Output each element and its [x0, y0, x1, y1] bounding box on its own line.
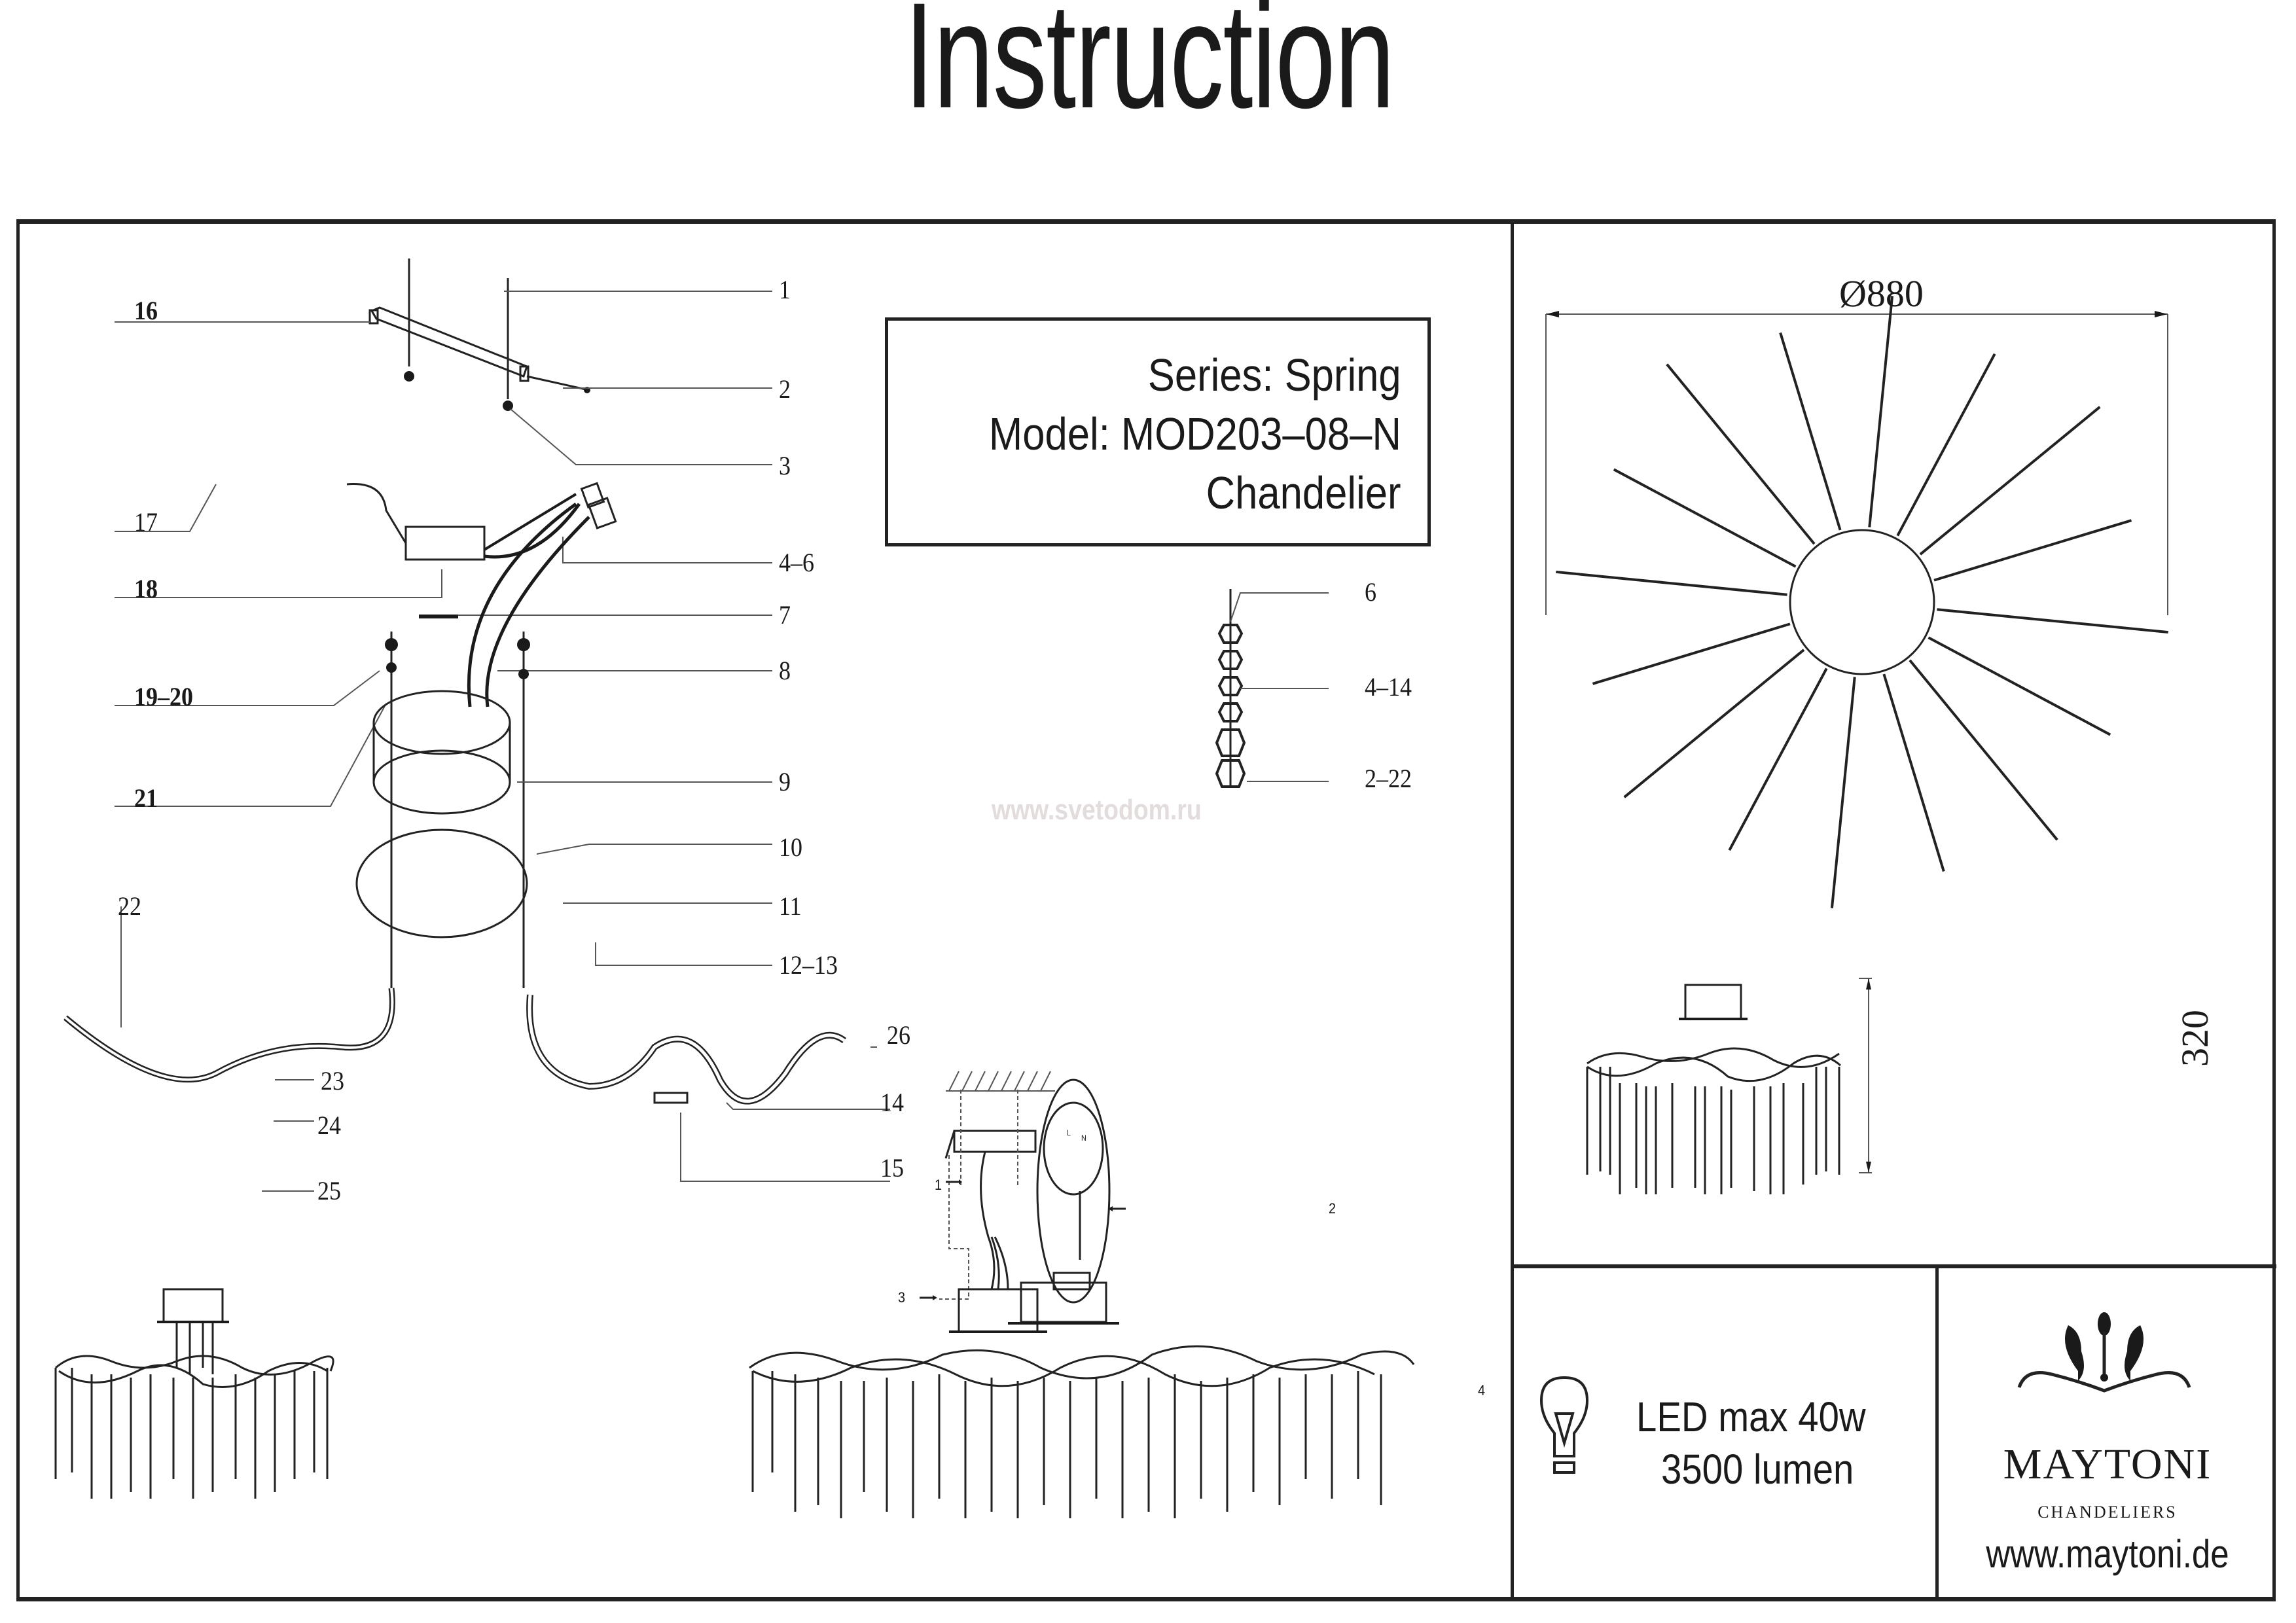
terminal-label-n: N	[1081, 1133, 1086, 1143]
top-view-arm	[1909, 659, 2058, 841]
model-label: Model: MOD203–08–N	[988, 408, 1401, 459]
strand-callout-4-14: 4–14	[1365, 672, 1412, 702]
height-dimension: 320	[2174, 1010, 2216, 1067]
brand-url: www.maytoni.de	[1986, 1532, 2229, 1576]
callout-2: 2	[779, 374, 791, 404]
chandelier-top-view	[1545, 296, 2168, 908]
callout-15: 15	[880, 1153, 904, 1183]
top-view-arm	[1613, 468, 1797, 568]
chandelier-logo-icon	[2017, 1312, 2191, 1393]
callout-23: 23	[321, 1066, 344, 1096]
callout-17: 17	[134, 507, 158, 537]
install-callout-1: 1	[935, 1177, 942, 1193]
brand-name: MAYTONI	[2003, 1440, 2212, 1488]
exploded-view-drawing	[63, 259, 890, 1192]
install-callout-4: 4	[1478, 1382, 1486, 1399]
callout-16: 16	[134, 296, 158, 325]
chandelier-side-view-right	[1586, 978, 1872, 1194]
top-view-arm	[1728, 668, 1828, 851]
series-label: Series: Spring	[1148, 349, 1401, 401]
callout-10: 10	[779, 832, 802, 862]
callout-22: 22	[118, 891, 141, 921]
mounting-bracket	[368, 259, 590, 411]
callout-1: 1	[779, 275, 791, 304]
chandelier-side-view-center	[749, 1281, 1415, 1518]
callout-4-6: 4–6	[779, 548, 814, 577]
top-view-arm	[1592, 622, 1791, 685]
canopy	[355, 632, 530, 988]
callout-3: 3	[779, 451, 791, 480]
callout-14: 14	[880, 1088, 904, 1117]
top-view-arm	[1868, 296, 1894, 527]
install-callout-3: 3	[898, 1289, 906, 1306]
panel-divider-horizontal	[1511, 1264, 2276, 1268]
brand-subtitle: CHANDELIERS	[2037, 1503, 2178, 1522]
callout-25: 25	[317, 1176, 341, 1205]
panel-divider-vertical	[1511, 219, 1514, 1601]
crystal-strand-leaders	[1230, 592, 1329, 782]
callout-7: 7	[779, 600, 791, 630]
install-callout-2: 2	[1329, 1200, 1336, 1217]
strand-callout-2-22: 2–22	[1365, 764, 1412, 793]
terminal-label-l: L	[1067, 1128, 1071, 1137]
top-view-arm	[1623, 649, 1805, 798]
product-type-label: Chandelier	[1206, 467, 1401, 518]
top-view-arm	[1882, 673, 1945, 872]
callout-26: 26	[887, 1020, 910, 1050]
light-bulb-icon	[1539, 1376, 1589, 1474]
ceiling-hatching	[946, 1071, 1055, 1092]
top-view-arm	[1666, 363, 1816, 545]
callout-8: 8	[779, 656, 791, 685]
top-view-arm	[1928, 636, 2111, 736]
panel-divider-footer	[1935, 1266, 1939, 1601]
callout-24: 24	[317, 1111, 341, 1140]
top-view-arm	[1919, 406, 2101, 556]
chandelier-side-view-left	[54, 1288, 334, 1499]
page-title: Instruction	[904, 0, 1395, 139]
top-view-arm	[1896, 353, 1996, 537]
document-frame	[16, 219, 2276, 1601]
led-driver	[346, 482, 617, 707]
diameter-dimension: Ø880	[1839, 272, 1924, 315]
callout-12-13: 12–13	[779, 950, 838, 980]
lumen-spec: 3500 lumen	[1661, 1446, 1854, 1493]
callout-18: 18	[134, 574, 158, 603]
callout-9: 9	[779, 767, 791, 796]
callout-11: 11	[779, 891, 802, 921]
callout-21: 21	[134, 783, 158, 813]
top-view-arm	[1937, 608, 2168, 634]
strand-callout-6: 6	[1365, 577, 1376, 607]
top-view-arm	[1830, 677, 1856, 908]
top-view-arm	[1556, 570, 1787, 596]
top-view-arm	[1933, 519, 2132, 582]
product-info-box: Series: Spring Model: MOD203–08–N Chande…	[885, 317, 1431, 546]
watermark: www.svetodom.ru	[992, 794, 1202, 826]
power-spec: LED max 40w	[1636, 1393, 1866, 1440]
top-view-arm	[1779, 332, 1842, 531]
installation-diagram	[920, 1071, 1126, 1333]
callout-19-20: 19–20	[134, 682, 193, 711]
